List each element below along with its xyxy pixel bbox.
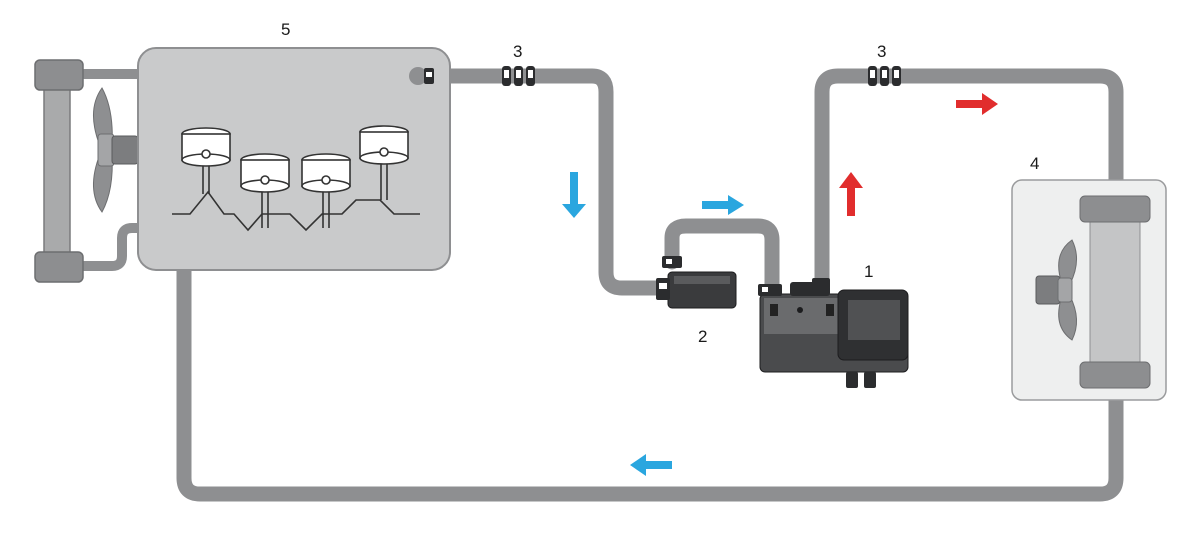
label-pump: 2 xyxy=(698,327,708,346)
flow-arrows xyxy=(562,93,998,476)
hose-radiator-bottom xyxy=(79,223,147,271)
label-clamp-left: 3 xyxy=(513,42,523,61)
flow-arrow-left-cold xyxy=(630,454,672,476)
heat-exchanger-icon xyxy=(1079,195,1151,389)
fan-icon xyxy=(93,87,139,213)
hoses xyxy=(79,68,1124,502)
hose-heater-to-cabin xyxy=(814,68,1124,294)
label-heater: 1 xyxy=(864,262,874,281)
hose-engine-to-pump xyxy=(410,68,670,296)
heater-unit-icon xyxy=(758,278,909,388)
label-engine: 5 xyxy=(281,20,291,39)
flow-arrow-up-hot xyxy=(839,172,863,216)
engine-outlet-fitting xyxy=(409,67,434,85)
hose-pump-to-heater xyxy=(664,218,780,298)
fan-icon xyxy=(1035,239,1077,341)
flow-arrow-right-hot xyxy=(956,93,998,115)
label-clamp-right: 3 xyxy=(877,42,887,61)
hose-return xyxy=(176,232,1124,502)
engine-block xyxy=(137,47,451,271)
label-cabin-heater: 4 xyxy=(1030,154,1040,173)
flow-arrow-right-cold xyxy=(702,195,744,215)
radiator xyxy=(34,59,84,283)
flow-arrow-down-cold xyxy=(562,172,586,218)
pump-icon xyxy=(656,256,737,309)
piston-icon xyxy=(181,125,409,228)
clamp-icon xyxy=(502,66,901,86)
